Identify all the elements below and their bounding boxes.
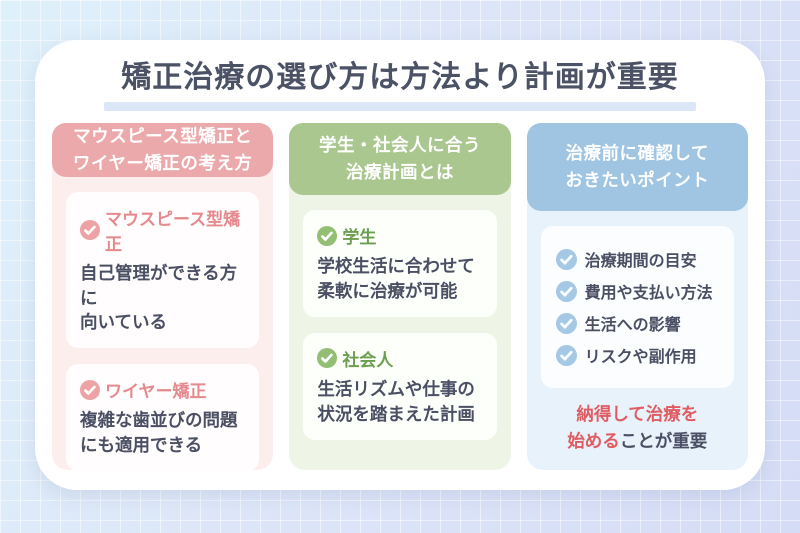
check-circle-icon <box>556 345 577 366</box>
card-label-row: 社会人 <box>317 346 482 371</box>
check-circle-icon <box>556 249 577 270</box>
checklist-item: 生活への影響 <box>556 311 719 335</box>
check-circle-icon <box>80 380 100 400</box>
card-label: 社会人 <box>342 350 394 370</box>
column-methods: マウスピース型矯正と ワイヤー矯正の考え方 マウスピース型矯正 自己管理ができる… <box>52 122 274 471</box>
checklist-item-label: 生活への影響 <box>584 317 681 335</box>
main-card: 矯正治療の選び方は方法より計画が重要 マウスピース型矯正と ワイヤー矯正の考え方… <box>35 40 765 490</box>
checklist-item: 治療期間の目安 <box>556 247 719 271</box>
column-body-plans: 学生 学校生活に合わせて 柔軟に治療が可能 社会人 生活リズムや仕事の 状況を踏… <box>289 195 510 469</box>
column-plans: 学生・社会人に合う 治療計画とは 学生 学校生活に合わせて 柔軟に治療が可能 社… <box>289 122 511 470</box>
conclusion-highlight: 納得して治療を 始める <box>567 404 699 452</box>
card-worker: 社会人 生活リズムや仕事の 状況を踏まえた計画 <box>303 332 497 440</box>
column-header-points: 治療前に確認して おきたいポイント <box>526 122 748 212</box>
card-mouthpiece: マウスピース型矯正 自己管理ができる方に 向いている <box>66 191 260 349</box>
conclusion-text: 納得して治療を 始めることが重要 <box>541 401 734 455</box>
card-description: 複雑な歯並びの問題 にも適用できる <box>80 410 238 456</box>
card-label-row: 学生 <box>317 223 482 248</box>
card-label: 学生 <box>342 228 377 248</box>
card-description: 生活リズムや仕事の 状況を踏まえた計画 <box>317 378 475 424</box>
checklist-item-label: リスクや副作用 <box>584 349 697 367</box>
column-header-plans: 学生・社会人に合う 治療計画とは <box>289 122 511 196</box>
title-underline <box>104 101 696 111</box>
card-description: 学校生活に合わせて 柔軟に治療が可能 <box>317 256 475 301</box>
check-circle-icon <box>317 348 337 368</box>
card-label: マウスピース型矯正 <box>105 209 241 254</box>
check-circle-icon <box>317 226 337 246</box>
column-points: 治療前に確認して おきたいポイント 治療期間の目安 費用や支払い方法 生活への影… <box>526 122 748 470</box>
column-body-points: 治療期間の目安 費用や支払い方法 生活への影響 リスクや副作用 <box>527 211 748 469</box>
card-description: 自己管理ができる方に 向いている <box>80 262 238 333</box>
checklist-item: リスクや副作用 <box>556 343 719 367</box>
check-circle-icon <box>556 313 577 334</box>
card-student: 学生 学校生活に合わせて 柔軟に治療が可能 <box>303 210 497 317</box>
check-circle-icon <box>80 220 100 240</box>
card-label: ワイヤー矯正 <box>105 382 207 402</box>
card-wire: ワイヤー矯正 複雑な歯並びの問題 にも適用できる <box>66 364 260 471</box>
column-header-methods: マウスピース型矯正と ワイヤー矯正の考え方 <box>52 122 274 177</box>
checklist-item-label: 費用や支払い方法 <box>584 285 713 303</box>
card-label-row: マウスピース型矯正 <box>80 205 245 255</box>
checklist-item-label: 治療期間の目安 <box>584 253 697 271</box>
card-label-row: ワイヤー矯正 <box>80 377 245 402</box>
columns-row: マウスピース型矯正と ワイヤー矯正の考え方 マウスピース型矯正 自己管理ができる… <box>52 122 748 471</box>
checklist-card: 治療期間の目安 費用や支払い方法 生活への影響 リスクや副作用 <box>540 226 734 389</box>
column-body-methods: マウスピース型矯正 自己管理ができる方に 向いている ワイヤー矯正 複雑な歯並び… <box>52 177 273 501</box>
conclusion-rest: ことが重要 <box>619 431 708 452</box>
check-circle-icon <box>556 281 577 302</box>
checklist-item: 費用や支払い方法 <box>556 279 719 303</box>
page-title: 矯正治療の選び方は方法より計画が重要 <box>121 61 679 94</box>
